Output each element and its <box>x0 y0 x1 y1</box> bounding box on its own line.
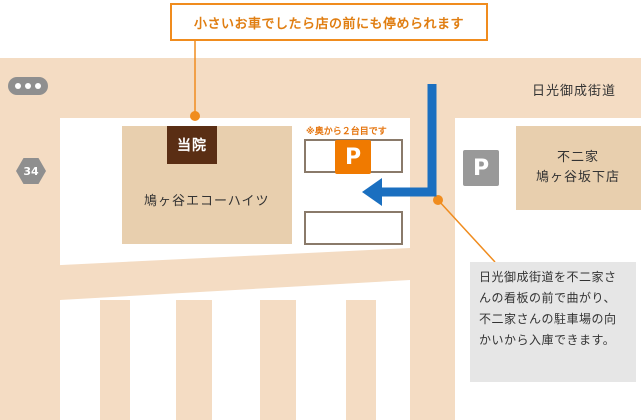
clinic-badge: 当院 <box>167 126 217 164</box>
road-diagonal-left <box>0 248 410 292</box>
shop-name-line1: 不二家 <box>556 150 599 165</box>
block-top-left <box>0 0 60 58</box>
building-fujiya <box>516 126 641 210</box>
narrow-car-callout: 小さいお車でしたら店の前にも停められます <box>170 3 488 41</box>
info-leader-dot <box>433 195 443 205</box>
parking-note-label: ※奥から２台目です <box>306 127 387 137</box>
building-name-label: 鳩ヶ谷エコーハイツ <box>144 194 270 209</box>
blue-route-arrow-icon <box>378 84 437 197</box>
directions-info-box: 日光御成街道を不二家さんの看板の前で曲がり、不二家さんの駐車場の向かいから入庫で… <box>470 262 636 382</box>
lower-road-3 <box>260 300 296 420</box>
parking-space-2 <box>304 211 403 245</box>
callout-leader-dot <box>190 111 200 121</box>
lower-road-2 <box>176 300 212 420</box>
more-dots-icon <box>8 77 48 95</box>
street-name-label: 日光御成街道 <box>532 84 617 99</box>
route-arrow-head <box>362 178 382 206</box>
info-leader-line <box>437 199 496 263</box>
shop-parking-icon: P <box>463 150 499 186</box>
lower-road-1 <box>100 300 130 420</box>
clinic-parking-icon: P <box>335 140 371 174</box>
block-lower-left <box>60 280 410 420</box>
shop-name-line2: 鳩ヶ谷坂下店 <box>535 170 620 185</box>
shop-name-label: 不二家 鳩ヶ谷坂下店 <box>528 148 628 188</box>
lower-road-4 <box>346 300 376 420</box>
